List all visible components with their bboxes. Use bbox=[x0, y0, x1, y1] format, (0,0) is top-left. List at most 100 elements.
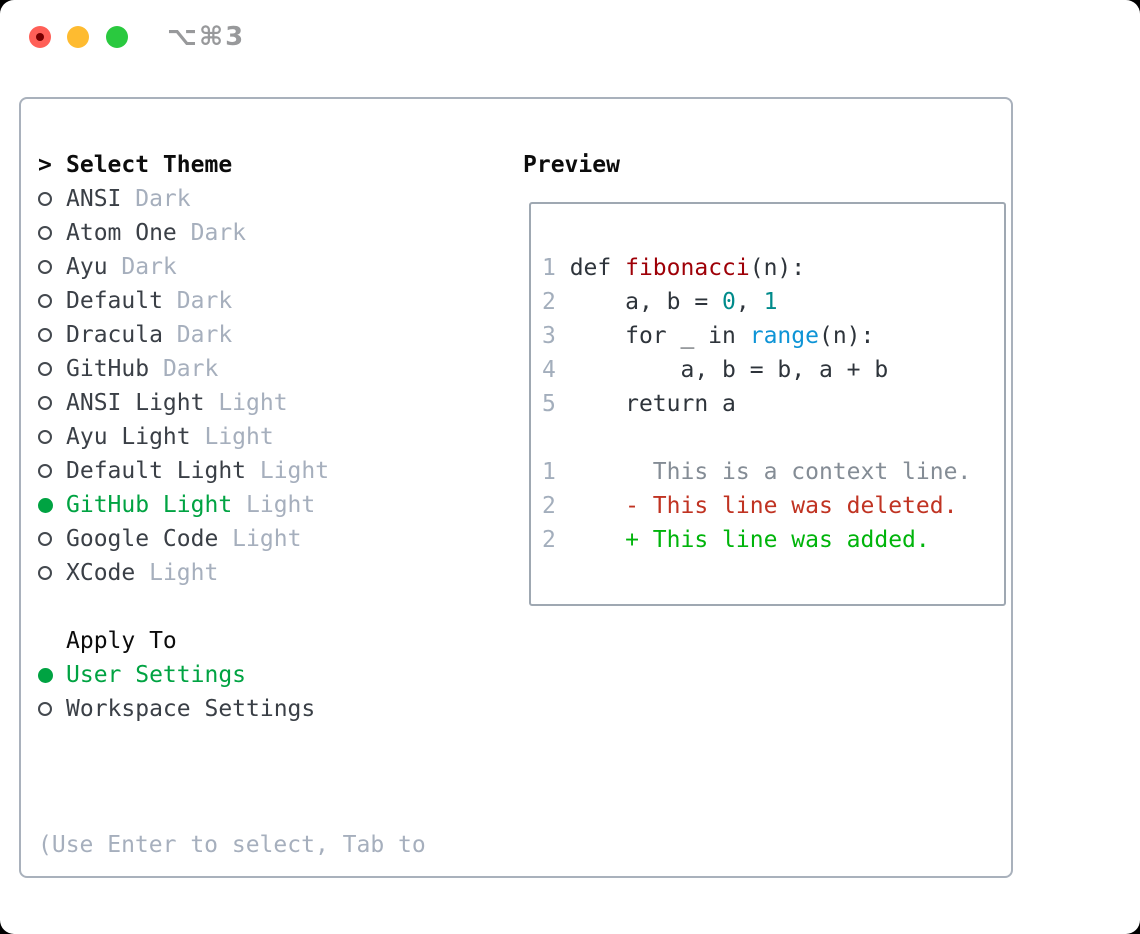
theme-item-xcode[interactable]: XCode Light bbox=[38, 556, 478, 590]
theme-item-atom-one[interactable]: Atom One Dark bbox=[38, 216, 478, 250]
hint-line-2: change focus) bbox=[38, 930, 478, 934]
icon-slot bbox=[38, 464, 66, 478]
icon-slot bbox=[38, 192, 66, 206]
icon-slot bbox=[38, 532, 66, 546]
radio-icon bbox=[38, 702, 52, 716]
code-line: 5 return a bbox=[542, 391, 736, 417]
item-variant-label: Dark bbox=[121, 186, 191, 212]
theme-item-default[interactable]: Default Dark bbox=[38, 284, 478, 318]
item-variant-label: Light bbox=[204, 390, 288, 416]
theme-item-google-code[interactable]: Google Code Light bbox=[38, 522, 478, 556]
item-label: Ayu Light bbox=[66, 424, 191, 450]
unsaved-dot-icon bbox=[36, 33, 44, 41]
item-label: User Settings bbox=[66, 662, 247, 688]
item-label: Google Code bbox=[66, 526, 219, 552]
theme-item-ansi[interactable]: ANSI Dark bbox=[38, 182, 478, 216]
radio-icon bbox=[38, 260, 52, 274]
item-label: Ayu bbox=[66, 254, 108, 280]
item-variant-label: Light bbox=[246, 458, 330, 484]
icon-slot bbox=[38, 328, 66, 342]
item-variant-label: Dark bbox=[176, 220, 247, 246]
apply-item-user-settings[interactable]: User Settings bbox=[38, 658, 478, 692]
item-label: ANSI Light bbox=[66, 390, 205, 416]
icon-slot bbox=[38, 260, 66, 274]
radio-icon bbox=[38, 430, 52, 444]
prompt-icon: > bbox=[38, 152, 52, 178]
hint-line-1: (Use Enter to select, Tab to bbox=[38, 832, 426, 858]
item-label: XCode bbox=[66, 560, 136, 586]
code-line: 2 + This line was added. bbox=[542, 527, 930, 553]
code-line: 4 a, b = b, a + b bbox=[542, 357, 889, 383]
theme-item-dracula[interactable]: Dracula Dark bbox=[38, 318, 478, 352]
item-label: GitHub Light bbox=[66, 492, 233, 518]
maximize-button[interactable] bbox=[106, 26, 128, 48]
item-variant-label: Light bbox=[135, 560, 219, 586]
radio-icon bbox=[38, 294, 52, 308]
code-preview: 1 def fibonacci(n): 2 a, b = 0, 1 3 for _ … bbox=[542, 251, 1004, 557]
code-line: 2 a, b = 0, 1 bbox=[542, 289, 778, 315]
icon-slot bbox=[38, 702, 66, 716]
theme-item-ayu[interactable]: Ayu Dark bbox=[38, 250, 478, 284]
radio-icon bbox=[38, 566, 52, 580]
code-line: 1 This is a context line. bbox=[542, 459, 972, 485]
item-variant-label: Dark bbox=[162, 288, 233, 314]
radio-selected-icon bbox=[38, 667, 53, 683]
code-line: 2 - This line was deleted. bbox=[542, 493, 958, 519]
theme-item-github[interactable]: GitHub Dark bbox=[38, 352, 478, 386]
icon-slot bbox=[38, 497, 66, 513]
item-variant-label: Dark bbox=[149, 356, 219, 382]
select-theme-title: Select Theme bbox=[66, 152, 233, 178]
theme-item-github-light[interactable]: GitHub Light Light bbox=[38, 488, 478, 522]
spacer bbox=[38, 726, 478, 760]
item-label: Default bbox=[66, 288, 163, 314]
item-variant-label: Light bbox=[232, 492, 316, 518]
preview-title: Preview bbox=[523, 152, 620, 178]
spacer bbox=[38, 590, 478, 624]
item-label: GitHub bbox=[66, 356, 150, 382]
radio-icon bbox=[38, 226, 52, 240]
icon-slot bbox=[38, 226, 66, 240]
theme-item-ayu-light[interactable]: Ayu Light Light bbox=[38, 420, 478, 454]
radio-icon bbox=[38, 532, 52, 546]
apply-to-title: Apply To bbox=[66, 628, 177, 654]
item-label: Atom One bbox=[66, 220, 177, 246]
titlebar: ⌥⌘3 bbox=[0, 0, 1140, 75]
item-variant-label: Light bbox=[190, 424, 274, 450]
apply-to-header-row: Apply To bbox=[38, 624, 478, 658]
minimize-button[interactable] bbox=[67, 26, 89, 48]
radio-icon bbox=[38, 396, 52, 410]
icon-slot bbox=[38, 294, 66, 308]
item-label: Default Light bbox=[66, 458, 247, 484]
icon-slot bbox=[38, 430, 66, 444]
item-label: Workspace Settings bbox=[66, 696, 316, 722]
code-line bbox=[542, 421, 1004, 455]
item-variant-label: Light bbox=[218, 526, 302, 552]
radio-icon bbox=[38, 464, 52, 478]
theme-item-default-light[interactable]: Default Light Light bbox=[38, 454, 478, 488]
icon-slot bbox=[38, 566, 66, 580]
code-line: 3 for _ in range(n): bbox=[542, 323, 875, 349]
radio-icon bbox=[38, 362, 52, 376]
preview-box: 1 def fibonacci(n): 2 a, b = 0, 1 3 for _ … bbox=[529, 202, 1006, 606]
item-label: ANSI bbox=[66, 186, 122, 212]
item-variant-label: Dark bbox=[162, 322, 233, 348]
close-button[interactable] bbox=[29, 26, 51, 48]
window-title: ⌥⌘3 bbox=[167, 22, 246, 52]
code-line: 1 def fibonacci(n): bbox=[542, 255, 806, 281]
item-variant-label: Dark bbox=[107, 254, 177, 280]
item-label: Dracula bbox=[66, 322, 163, 348]
icon-slot bbox=[38, 396, 66, 410]
radio-selected-icon bbox=[38, 497, 53, 513]
icon-slot bbox=[38, 667, 66, 683]
radio-icon bbox=[38, 192, 52, 206]
theme-item-ansi-light[interactable]: ANSI Light Light bbox=[38, 386, 478, 420]
radio-icon bbox=[38, 328, 52, 342]
select-theme-header-row: > Select Theme bbox=[38, 148, 478, 182]
preview-column: Preview 1 def fibonacci(n): 2 a, b = 0, 1… bbox=[521, 148, 1006, 606]
apply-item-workspace-settings[interactable]: Workspace Settings bbox=[38, 692, 478, 726]
